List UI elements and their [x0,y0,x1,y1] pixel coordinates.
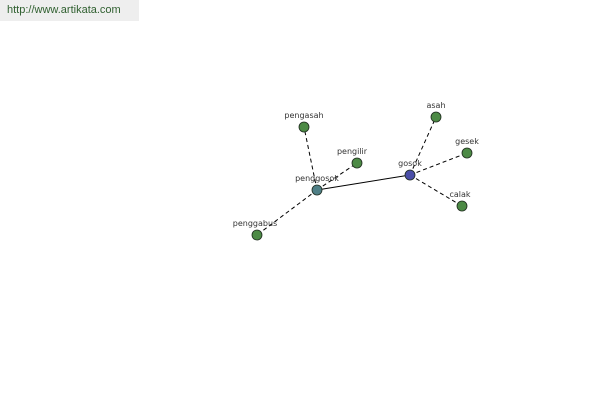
node-gosok[interactable] [404,169,416,181]
node-label-pengilir: pengilir [337,147,368,156]
node-penggosok[interactable] [311,184,323,196]
node-pengasah[interactable] [298,121,310,133]
edge-penggosok-pengilir [316,162,358,191]
edges-layer [256,116,468,236]
edge-gosok-asah [409,116,437,176]
source-url-banner: http://www.artikata.com [0,0,139,21]
node-label-penggabus: penggabus [233,219,277,228]
edge-gosok-gesek [409,152,468,176]
node-pengilir[interactable] [351,157,363,169]
edge-gosok-penggosok [316,174,411,191]
edge-gosok-calak [409,174,463,207]
nodes-layer [251,111,473,241]
node-label-pengasah: pengasah [284,111,323,120]
node-label-calak: calak [449,190,470,199]
node-label-asah: asah [426,101,445,110]
node-gesek[interactable] [461,147,473,159]
node-label-penggosok: penggosok [295,174,339,183]
node-label-gesek: gesek [455,137,479,146]
edge-penggosok-penggabus [256,189,318,236]
labels-layer: gosok penggosok pengasah pengilir penggabus a… [233,101,479,228]
node-calak[interactable] [456,200,468,212]
edge-penggosok-pengasah [303,126,318,191]
node-penggabus[interactable] [251,229,263,241]
node-asah[interactable] [430,111,442,123]
source-url-text: http://www.artikata.com [7,4,121,16]
node-label-gosok: gosok [398,159,422,168]
